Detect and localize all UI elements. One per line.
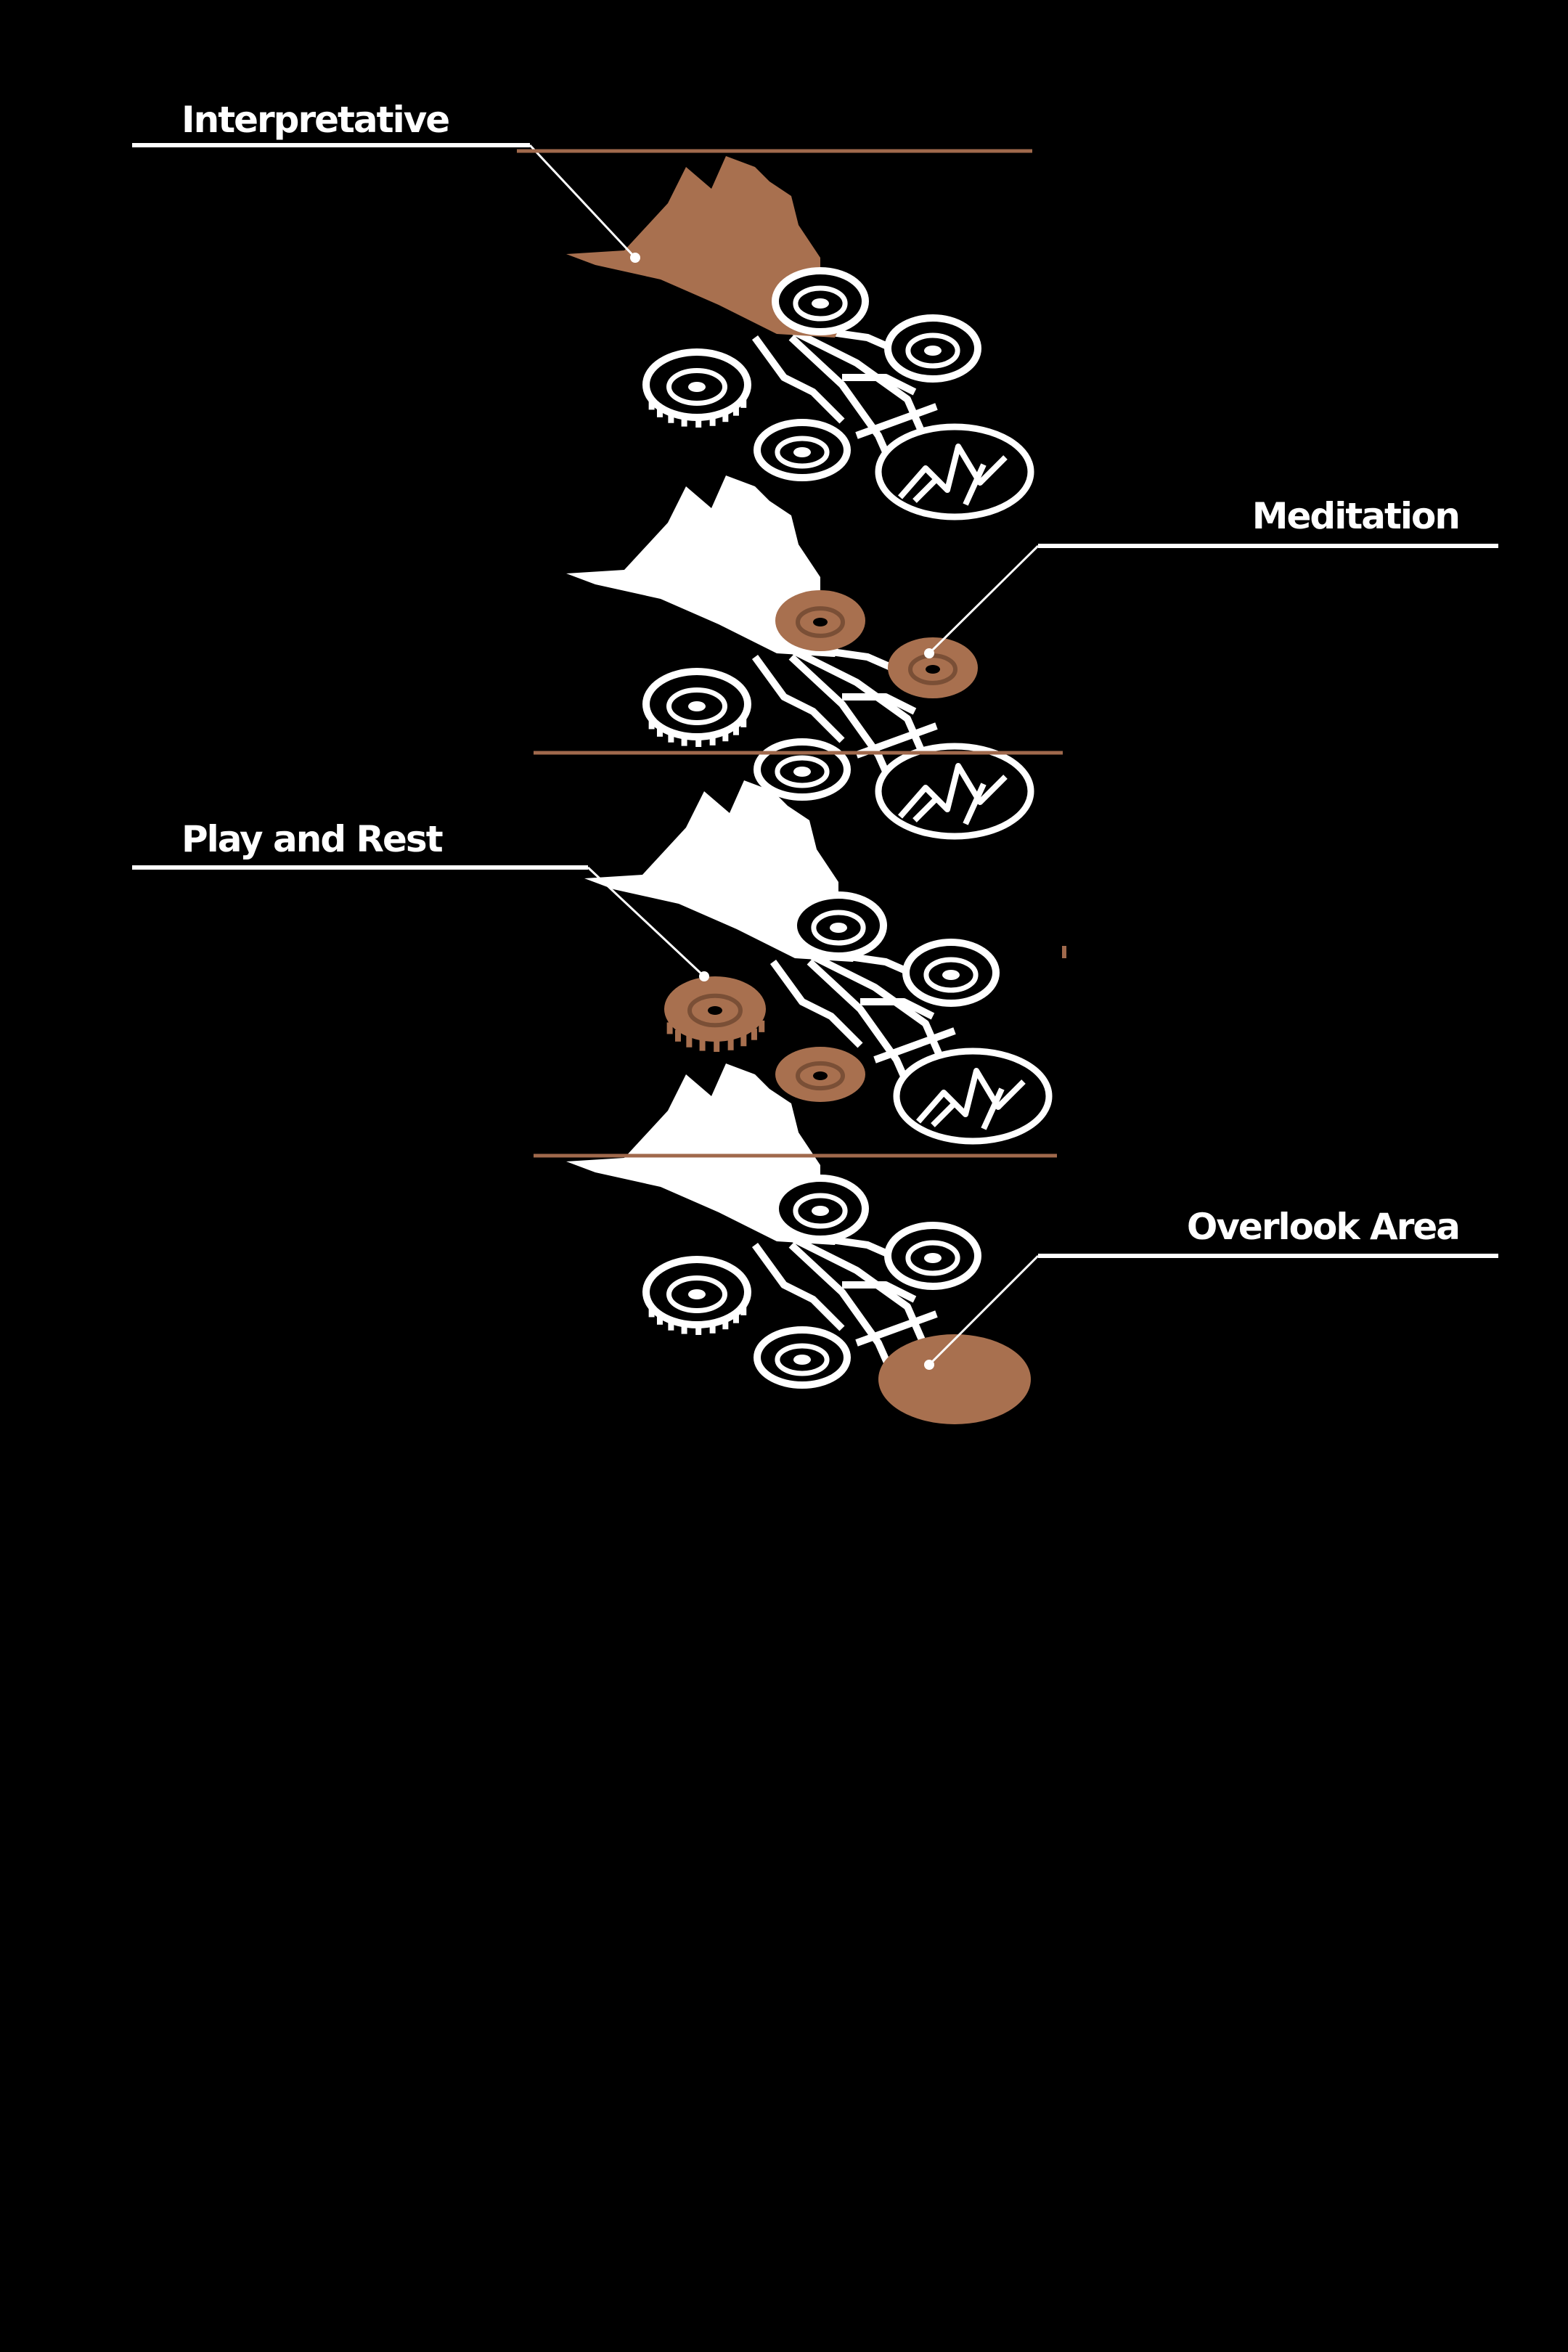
- leader-line-overlook-area: [924, 1254, 1498, 1370]
- ring-bottom-node: [754, 738, 851, 801]
- ring-bottom-node: [775, 1047, 865, 1102]
- ring-right-node: [888, 637, 978, 698]
- layer-play-and-rest: [584, 780, 1053, 1145]
- overlook-node: [878, 1334, 1031, 1424]
- layer-interpretative: [566, 156, 1034, 520]
- ring-right-node: [884, 1222, 981, 1290]
- ring-left-node: [642, 348, 751, 428]
- overlook-node: [875, 423, 1034, 520]
- overlook-node: [893, 1048, 1053, 1145]
- path-network: [769, 947, 956, 1095]
- zone-label-play-and-rest: Play and Rest: [181, 818, 444, 860]
- ring-top-node: [772, 267, 869, 335]
- ring-bottom-node: [754, 1326, 851, 1389]
- ring-bottom-node: [754, 419, 851, 481]
- zone-label-interpretative: Interpretative: [181, 99, 450, 141]
- ring-left-node: [642, 668, 751, 747]
- ring-left-node: [664, 976, 766, 1052]
- leader-line-interpretative: [132, 143, 640, 263]
- path-network: [751, 1230, 938, 1378]
- zone-label-meditation: Meditation: [1251, 495, 1461, 537]
- ring-top-node: [790, 891, 887, 960]
- path-network: [751, 642, 938, 790]
- ring-top-node: [772, 1175, 869, 1243]
- ring-left-node: [642, 1256, 751, 1335]
- ring-right-node: [902, 939, 1000, 1007]
- overlook-node: [875, 743, 1034, 840]
- ring-right-node: [884, 314, 981, 383]
- leader-line-play-and-rest: [132, 865, 709, 981]
- zone-label-overlook-area: Overlook Area: [1186, 1206, 1461, 1248]
- path-network: [751, 323, 938, 470]
- layer-overlook-area: [566, 1063, 1031, 1424]
- ring-top-node: [775, 590, 865, 651]
- layer-meditation: [566, 475, 1034, 840]
- leader-line-meditation: [924, 544, 1498, 658]
